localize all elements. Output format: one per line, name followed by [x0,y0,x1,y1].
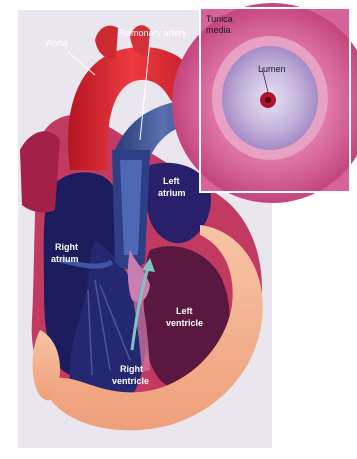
label-tunica-media-2: media [206,25,231,35]
vena-cava [20,131,60,212]
label-left-atrium-1: Left [163,176,180,186]
label-right-ventricle-1: Right [120,364,143,374]
label-left-atrium-2: atrium [158,188,186,198]
label-pulmonary-artery: Pulmonary artery [118,28,187,38]
label-left-ventricle-2: ventricle [166,318,203,328]
label-lumen: Lumen [258,64,286,74]
tunica-media-inset [172,3,357,203]
label-left-ventricle-1: Left [176,306,193,316]
label-aorta: Aorta [46,38,68,48]
label-right-atrium-2: atrium [51,254,79,264]
label-right-ventricle-2: ventricle [112,376,149,386]
lumen-center [265,97,271,103]
label-tunica-media-1: Tunica [206,14,233,24]
label-right-atrium-1: Right [55,242,78,252]
